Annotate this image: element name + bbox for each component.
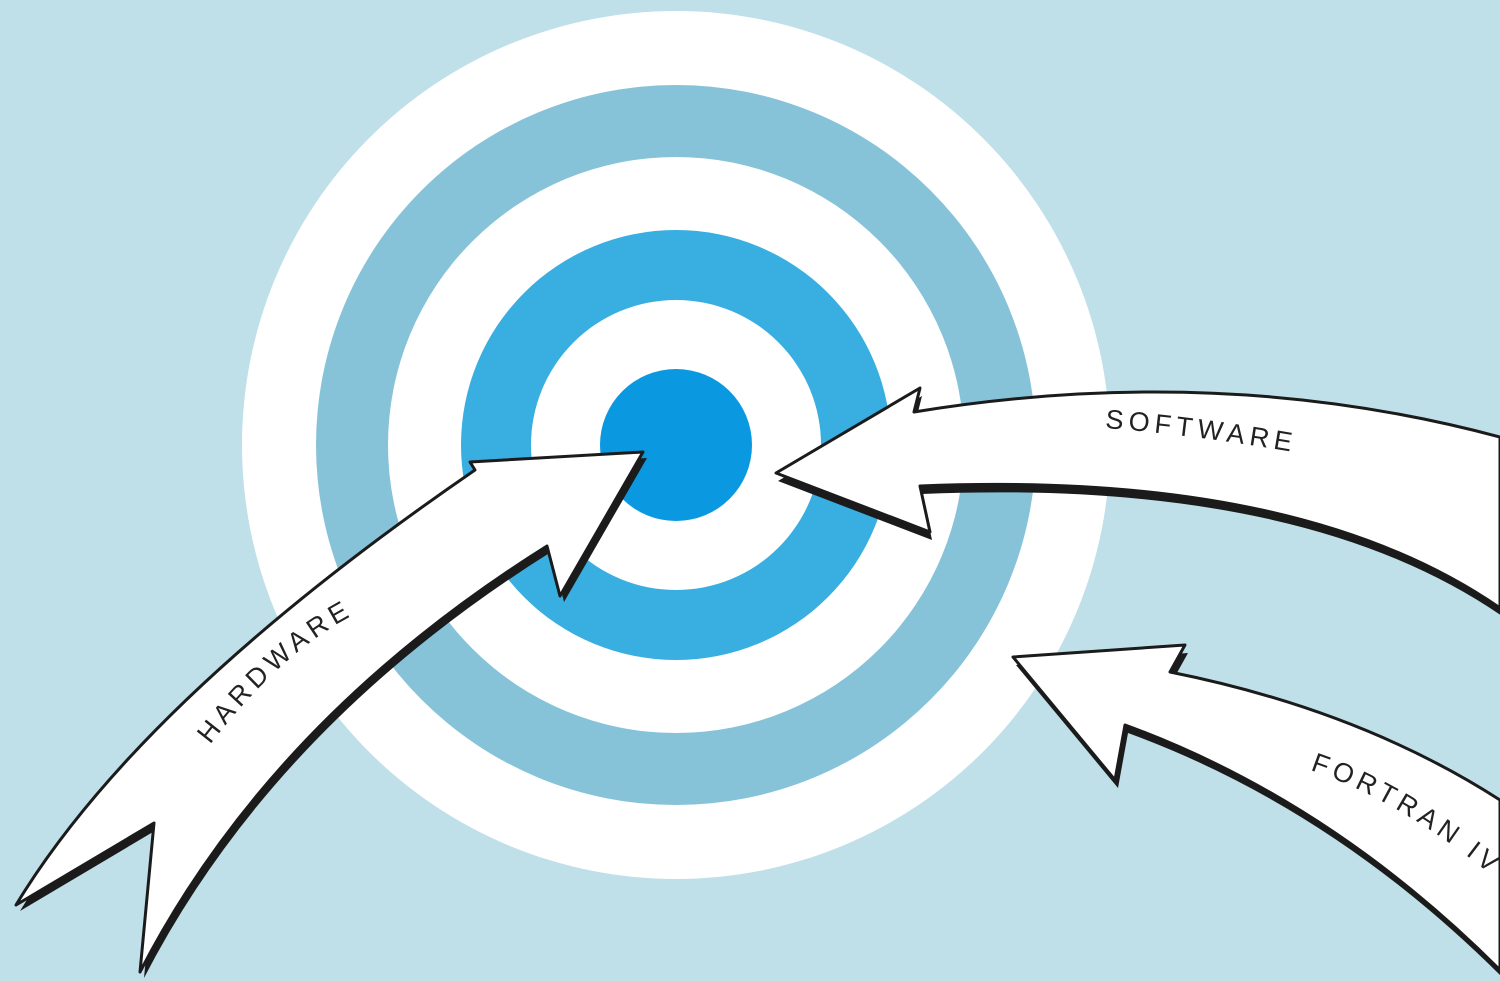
software-arrow: SOFTWARE	[774, 386, 1500, 615]
hardware-arrow-body	[14, 450, 645, 974]
target-bullseye	[600, 369, 752, 521]
software-arrow-body	[774, 386, 1500, 610]
target	[242, 11, 1110, 879]
fortran-arrow-shadow	[1016, 653, 1500, 976]
hardware-arrow: HARDWARE	[14, 450, 647, 978]
